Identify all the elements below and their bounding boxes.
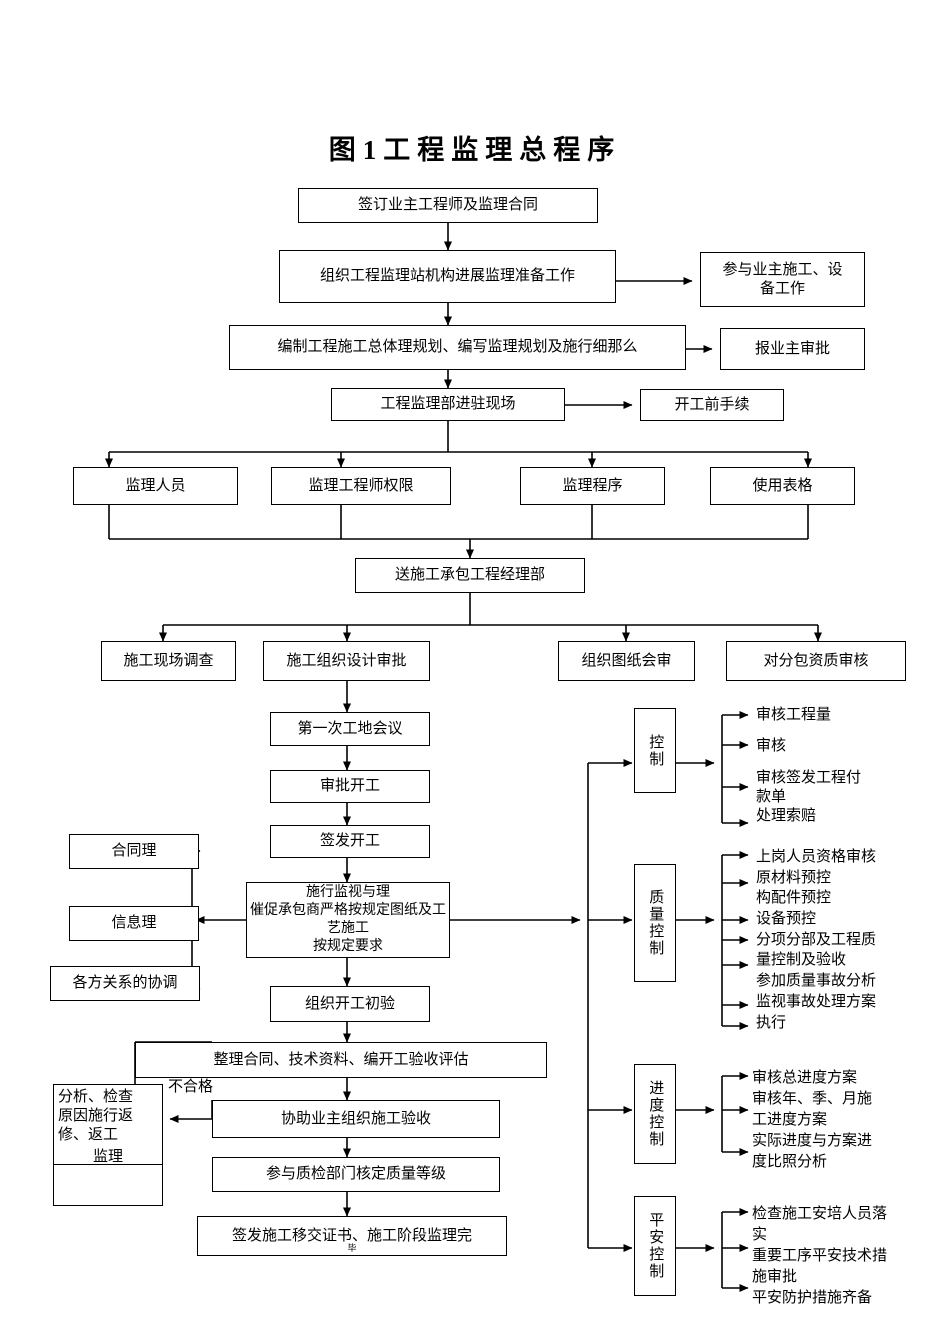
- node-rework-analysis[interactable]: 分析、检查 原因施行返 修、返工 监理: [53, 1084, 163, 1206]
- node-approve-start[interactable]: 审批开工: [270, 770, 430, 803]
- node-issue-start-order[interactable]: 签发开工: [270, 825, 430, 858]
- node-supervision-procedure[interactable]: 监理程序: [520, 467, 665, 505]
- node-owner-construction-equipment[interactable]: 参与业主施工、设 备工作: [700, 252, 865, 307]
- node-subcontractor-qualification[interactable]: 对分包资质审核: [726, 641, 906, 681]
- control-box-safety[interactable]: 平安控制: [634, 1196, 676, 1296]
- node-construction-design-review[interactable]: 施工组织设计审批: [263, 641, 430, 681]
- node-compile-records[interactable]: 整理合同、技术资料、编开工验收评估: [135, 1042, 547, 1078]
- control-items-safety: 检查施工安培人员落 实 重要工序平安技术措 施审批 平安防护措施齐备: [752, 1206, 888, 1306]
- page-title: 图1工程监理总程序: [328, 135, 622, 165]
- node-prepare-plans[interactable]: 编制工程施工总体理规划、编写监理规划及施行细那么: [229, 325, 686, 370]
- control-items-cost: 审核工程量: [756, 707, 832, 723]
- control-items-schedule: 审核总进度方案 审核年、季、月施 工进度方案 实际进度与方案进 度比照分析: [752, 1070, 873, 1170]
- node-rework-analysis-sub: 监理: [92, 1148, 123, 1165]
- control-items-cost-2: 审核: [756, 738, 787, 754]
- control-items-cost-3: 审核签发工程付 款单 处理索赔: [756, 770, 862, 824]
- node-deliver-to-contractor[interactable]: 送施工承包工程经理部: [355, 558, 585, 593]
- node-sign-contract[interactable]: 签订业主工程师及监理合同: [298, 188, 598, 223]
- node-implement-supervision[interactable]: 施行监视与理 催促承包商严格按规定图纸及工艺施工 按规定要求: [246, 882, 450, 958]
- node-initial-acceptance[interactable]: 组织开工初验: [270, 986, 430, 1022]
- node-engineer-authority[interactable]: 监理工程师权限: [271, 467, 451, 505]
- control-box-quality-label: 质量控制: [647, 889, 664, 957]
- control-box-cost-label: 控制: [647, 733, 664, 768]
- node-drawing-review[interactable]: 组织图纸会审: [558, 641, 695, 681]
- control-box-schedule[interactable]: 进度控制: [634, 1064, 676, 1164]
- node-issue-handover-subscript: 毕: [347, 1242, 357, 1253]
- node-submit-owner-approval[interactable]: 报业主审批: [720, 328, 865, 370]
- control-box-schedule-label: 进度控制: [647, 1080, 664, 1148]
- node-pre-start-procedures[interactable]: 开工前手续: [640, 389, 784, 421]
- node-supervision-personnel[interactable]: 监理人员: [73, 467, 238, 505]
- node-site-survey[interactable]: 施工现场调查: [101, 641, 236, 681]
- node-assist-acceptance[interactable]: 协助业主组织施工验收: [212, 1100, 500, 1138]
- control-box-safety-label: 平安控制: [647, 1212, 664, 1280]
- node-issue-handover[interactable]: 签发施工移交证书、施工阶段监理完 毕: [197, 1216, 507, 1256]
- node-team-on-site[interactable]: 工程监理部进驻现场: [331, 388, 565, 421]
- control-box-quality[interactable]: 质量控制: [634, 864, 676, 982]
- node-contract-management[interactable]: 合同理: [69, 834, 199, 869]
- node-forms-used[interactable]: 使用表格: [710, 467, 855, 505]
- node-first-site-meeting[interactable]: 第一次工地会议: [270, 712, 430, 746]
- node-rework-analysis-text: 分析、检查 原因施行返 修、返工: [58, 1089, 134, 1144]
- node-information-management[interactable]: 信息理: [69, 906, 199, 941]
- node-issue-handover-label: 签发施工移交证书、施工阶段监理完: [231, 1227, 472, 1244]
- control-items-quality: 上岗人员资格审核 原材料预控 构配件预控 设备预控 分项分部及工程质 量控制及验…: [756, 849, 877, 1031]
- node-quality-grading[interactable]: 参与质检部门核定质量等级: [212, 1157, 500, 1192]
- node-setup-supervision-station[interactable]: 组织工程监理站机构进展监理准备工作: [279, 250, 616, 303]
- node-coordination[interactable]: 各方关系的协调: [50, 966, 200, 1001]
- node-rework-analysis-empty: [54, 1165, 162, 1205]
- edge-label-unqualified: 不合格: [168, 1079, 214, 1095]
- control-box-cost[interactable]: 控制: [634, 708, 676, 793]
